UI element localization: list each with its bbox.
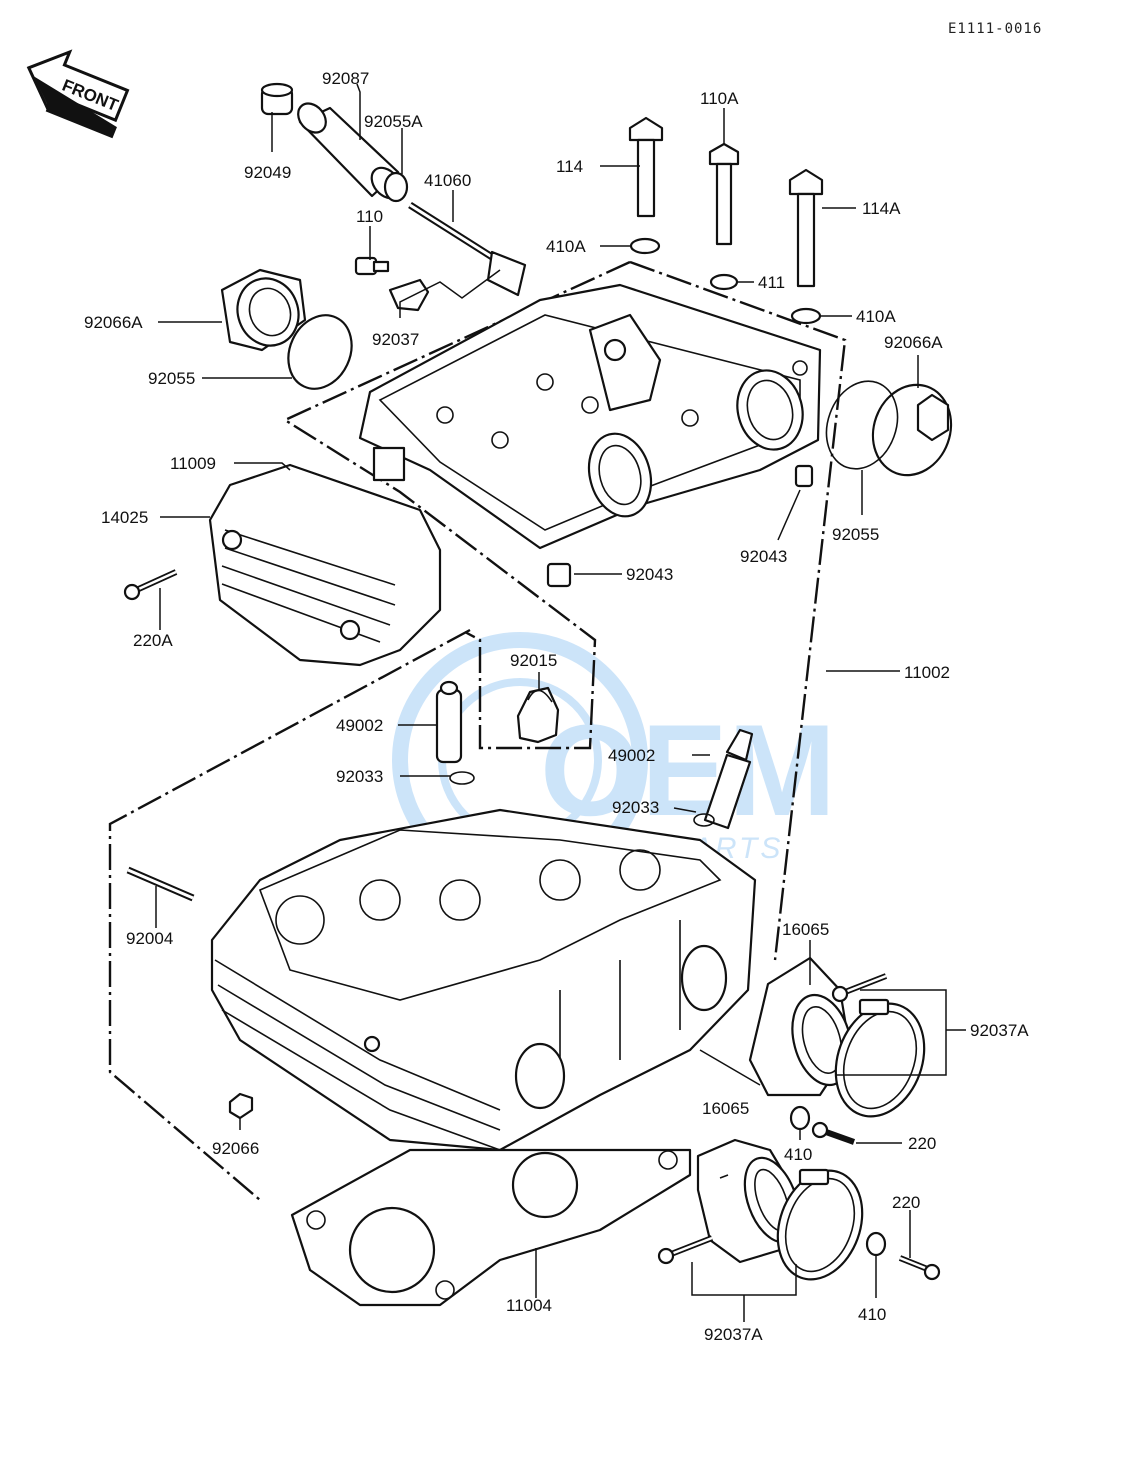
label-11002: 11002 xyxy=(904,663,950,682)
part-11009-gasket xyxy=(289,464,421,511)
part-110A xyxy=(708,142,740,246)
part-11002-head-cover xyxy=(358,283,822,550)
label-49002-right: 49002 xyxy=(608,746,655,765)
part-14025-side-cover xyxy=(208,463,442,667)
part-92043-right xyxy=(794,464,814,488)
label-16065-lower: 16065 xyxy=(702,1099,749,1118)
part-220-upper xyxy=(811,1121,856,1145)
label-114A: 114A xyxy=(862,199,901,218)
part-92055-left xyxy=(287,314,353,390)
part-49002-right xyxy=(703,728,754,830)
label-92055A: 92055A xyxy=(364,112,423,131)
part-410-lower xyxy=(865,1231,887,1257)
part-92043-center xyxy=(546,562,572,588)
part-92033-left xyxy=(449,771,475,785)
watermark-main: OEM xyxy=(540,697,836,843)
front-arrow-icon: FRONT xyxy=(26,49,130,139)
part-92066 xyxy=(228,1092,254,1120)
part-92087 xyxy=(297,102,402,200)
label-92015: 92015 xyxy=(510,651,557,670)
part-92037A-lower-screw xyxy=(657,1235,714,1265)
part-labels: 92087 92055A 92049 41060 110 92037 92066… xyxy=(84,69,1029,1344)
label-92066: 92066 xyxy=(212,1139,259,1158)
part-410A-top xyxy=(629,237,661,255)
label-110A: 110A xyxy=(700,89,739,108)
label-92049: 92049 xyxy=(244,163,291,182)
part-114 xyxy=(628,116,664,218)
label-92043-center: 92043 xyxy=(626,565,673,584)
part-92055A xyxy=(383,171,409,203)
part-92049 xyxy=(260,82,294,116)
label-41060: 41060 xyxy=(424,171,471,190)
label-11009: 11009 xyxy=(170,454,216,473)
part-411 xyxy=(709,273,739,291)
part-410A-right xyxy=(790,307,822,325)
assembly-outlines xyxy=(108,260,847,1201)
label-110: 110 xyxy=(356,207,383,226)
part-92004 xyxy=(126,866,195,902)
label-49002-left: 49002 xyxy=(336,716,383,735)
label-92037A-lower: 92037A xyxy=(704,1325,763,1344)
part-114A xyxy=(788,168,824,288)
label-220-upper: 220 xyxy=(908,1134,936,1153)
label-92066A-left: 92066A xyxy=(84,313,143,332)
label-410-lower: 410 xyxy=(858,1305,886,1324)
label-410-upper: 410 xyxy=(784,1145,812,1164)
part-220-lower xyxy=(898,1255,941,1281)
part-92037A-upper xyxy=(834,998,926,1118)
leader-lines xyxy=(155,83,966,1322)
label-92004: 92004 xyxy=(126,929,173,948)
label-92055-left: 92055 xyxy=(148,369,195,388)
label-14025: 14025 xyxy=(101,508,148,527)
part-92033-right xyxy=(693,813,715,827)
part-cylinder-head xyxy=(210,808,757,1152)
label-220A: 220A xyxy=(133,631,173,650)
label-92087: 92087 xyxy=(322,69,369,88)
part-41060 xyxy=(408,202,527,297)
label-92043-right: 92043 xyxy=(740,547,787,566)
label-11004: 11004 xyxy=(506,1296,552,1315)
part-110 xyxy=(354,256,390,276)
label-410A-top: 410A xyxy=(546,237,586,256)
part-92037A-lower xyxy=(776,1168,864,1281)
label-411: 411 xyxy=(758,273,785,292)
label-92055-right: 92055 xyxy=(832,525,879,544)
label-114: 114 xyxy=(556,157,583,176)
part-92015 xyxy=(516,686,560,744)
label-92037A-upper: 92037A xyxy=(970,1021,1029,1040)
part-220A xyxy=(123,569,178,601)
diagram-id: E1111-0016 xyxy=(948,21,1042,37)
part-92037 xyxy=(388,278,430,312)
part-92066A-right xyxy=(871,383,953,477)
part-92055-right xyxy=(825,380,899,470)
part-49002-left xyxy=(435,680,463,764)
part-11004-gasket xyxy=(290,1148,692,1307)
label-220-lower: 220 xyxy=(892,1193,920,1212)
part-92037A-upper-screw xyxy=(831,973,888,1003)
label-92037: 92037 xyxy=(372,330,419,349)
label-16065-upper: 16065 xyxy=(782,920,829,939)
label-410A-right: 410A xyxy=(856,307,896,326)
part-92066A-left xyxy=(220,268,307,352)
label-92033-left: 92033 xyxy=(336,767,383,786)
part-410-upper xyxy=(789,1105,811,1131)
label-92033-right: 92033 xyxy=(612,798,659,817)
label-92066A-right: 92066A xyxy=(884,333,943,352)
